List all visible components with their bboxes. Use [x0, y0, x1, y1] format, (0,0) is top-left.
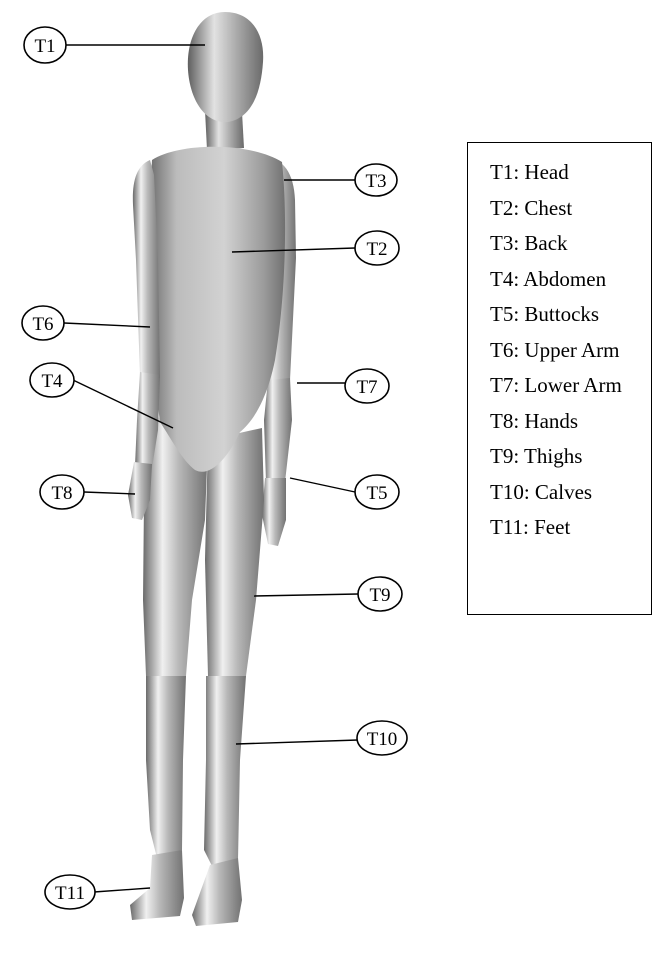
tag-t3-label: T3: [365, 171, 386, 192]
legend-box: T1: Head T2: Chest T3: Back T4: Abdomen …: [467, 142, 652, 615]
mannequin-right-foot: [192, 858, 242, 926]
leader-t9: [254, 594, 358, 596]
mannequin-right-lower-arm: [264, 378, 292, 482]
mannequin-right-calf: [204, 676, 246, 870]
tag-t4: T4: [30, 363, 74, 397]
tag-t5: T5: [355, 475, 399, 509]
mannequin-head: [188, 12, 263, 122]
tag-t1: T1: [24, 27, 66, 63]
legend-item-lower-arm: T7: Lower Arm: [490, 368, 651, 404]
legend-list: T1: Head T2: Chest T3: Back T4: Abdomen …: [468, 143, 651, 546]
tag-t11-label: T11: [55, 883, 85, 904]
tag-t4-label: T4: [41, 371, 63, 392]
tag-t6-label: T6: [32, 314, 53, 335]
mannequin-figure: [128, 12, 296, 926]
tag-t8-label: T8: [51, 483, 72, 504]
mannequin-left-foot: [130, 850, 184, 920]
tag-t11: T11: [45, 875, 95, 909]
tag-t3: T3: [355, 164, 397, 196]
legend-item-chest: T2: Chest: [490, 191, 651, 227]
tag-t10-label: T10: [367, 729, 398, 750]
tag-t5-label: T5: [366, 483, 387, 504]
legend-item-abdomen: T4: Abdomen: [490, 262, 651, 298]
tag-t9-label: T9: [369, 585, 390, 606]
legend-item-head: T1: Head: [490, 155, 651, 191]
legend-item-calves: T10: Calves: [490, 475, 651, 511]
tag-t1-label: T1: [34, 36, 55, 57]
tag-t7-label: T7: [356, 377, 377, 398]
mannequin-right-hand: [262, 478, 286, 546]
tag-t10: T10: [357, 721, 407, 755]
leader-t8: [84, 492, 135, 494]
leader-t10: [236, 740, 358, 744]
legend-item-buttocks: T5: Buttocks: [490, 297, 651, 333]
leader-t5: [290, 478, 355, 492]
tag-t8: T8: [40, 475, 84, 509]
leader-t11: [94, 888, 150, 892]
legend-item-feet: T11: Feet: [490, 510, 651, 546]
legend-item-hands: T8: Hands: [490, 404, 651, 440]
tag-t2-label: T2: [366, 239, 387, 260]
tag-t2: T2: [355, 231, 399, 265]
tag-t9: T9: [358, 577, 402, 611]
leader-t6: [64, 323, 150, 327]
tag-t6: T6: [22, 306, 64, 340]
mannequin-left-calf: [146, 676, 186, 858]
legend-item-back: T3: Back: [490, 226, 651, 262]
tag-t7: T7: [345, 369, 389, 403]
legend-item-thighs: T9: Thighs: [490, 439, 651, 475]
legend-item-upper-arm: T6: Upper Arm: [490, 333, 651, 369]
